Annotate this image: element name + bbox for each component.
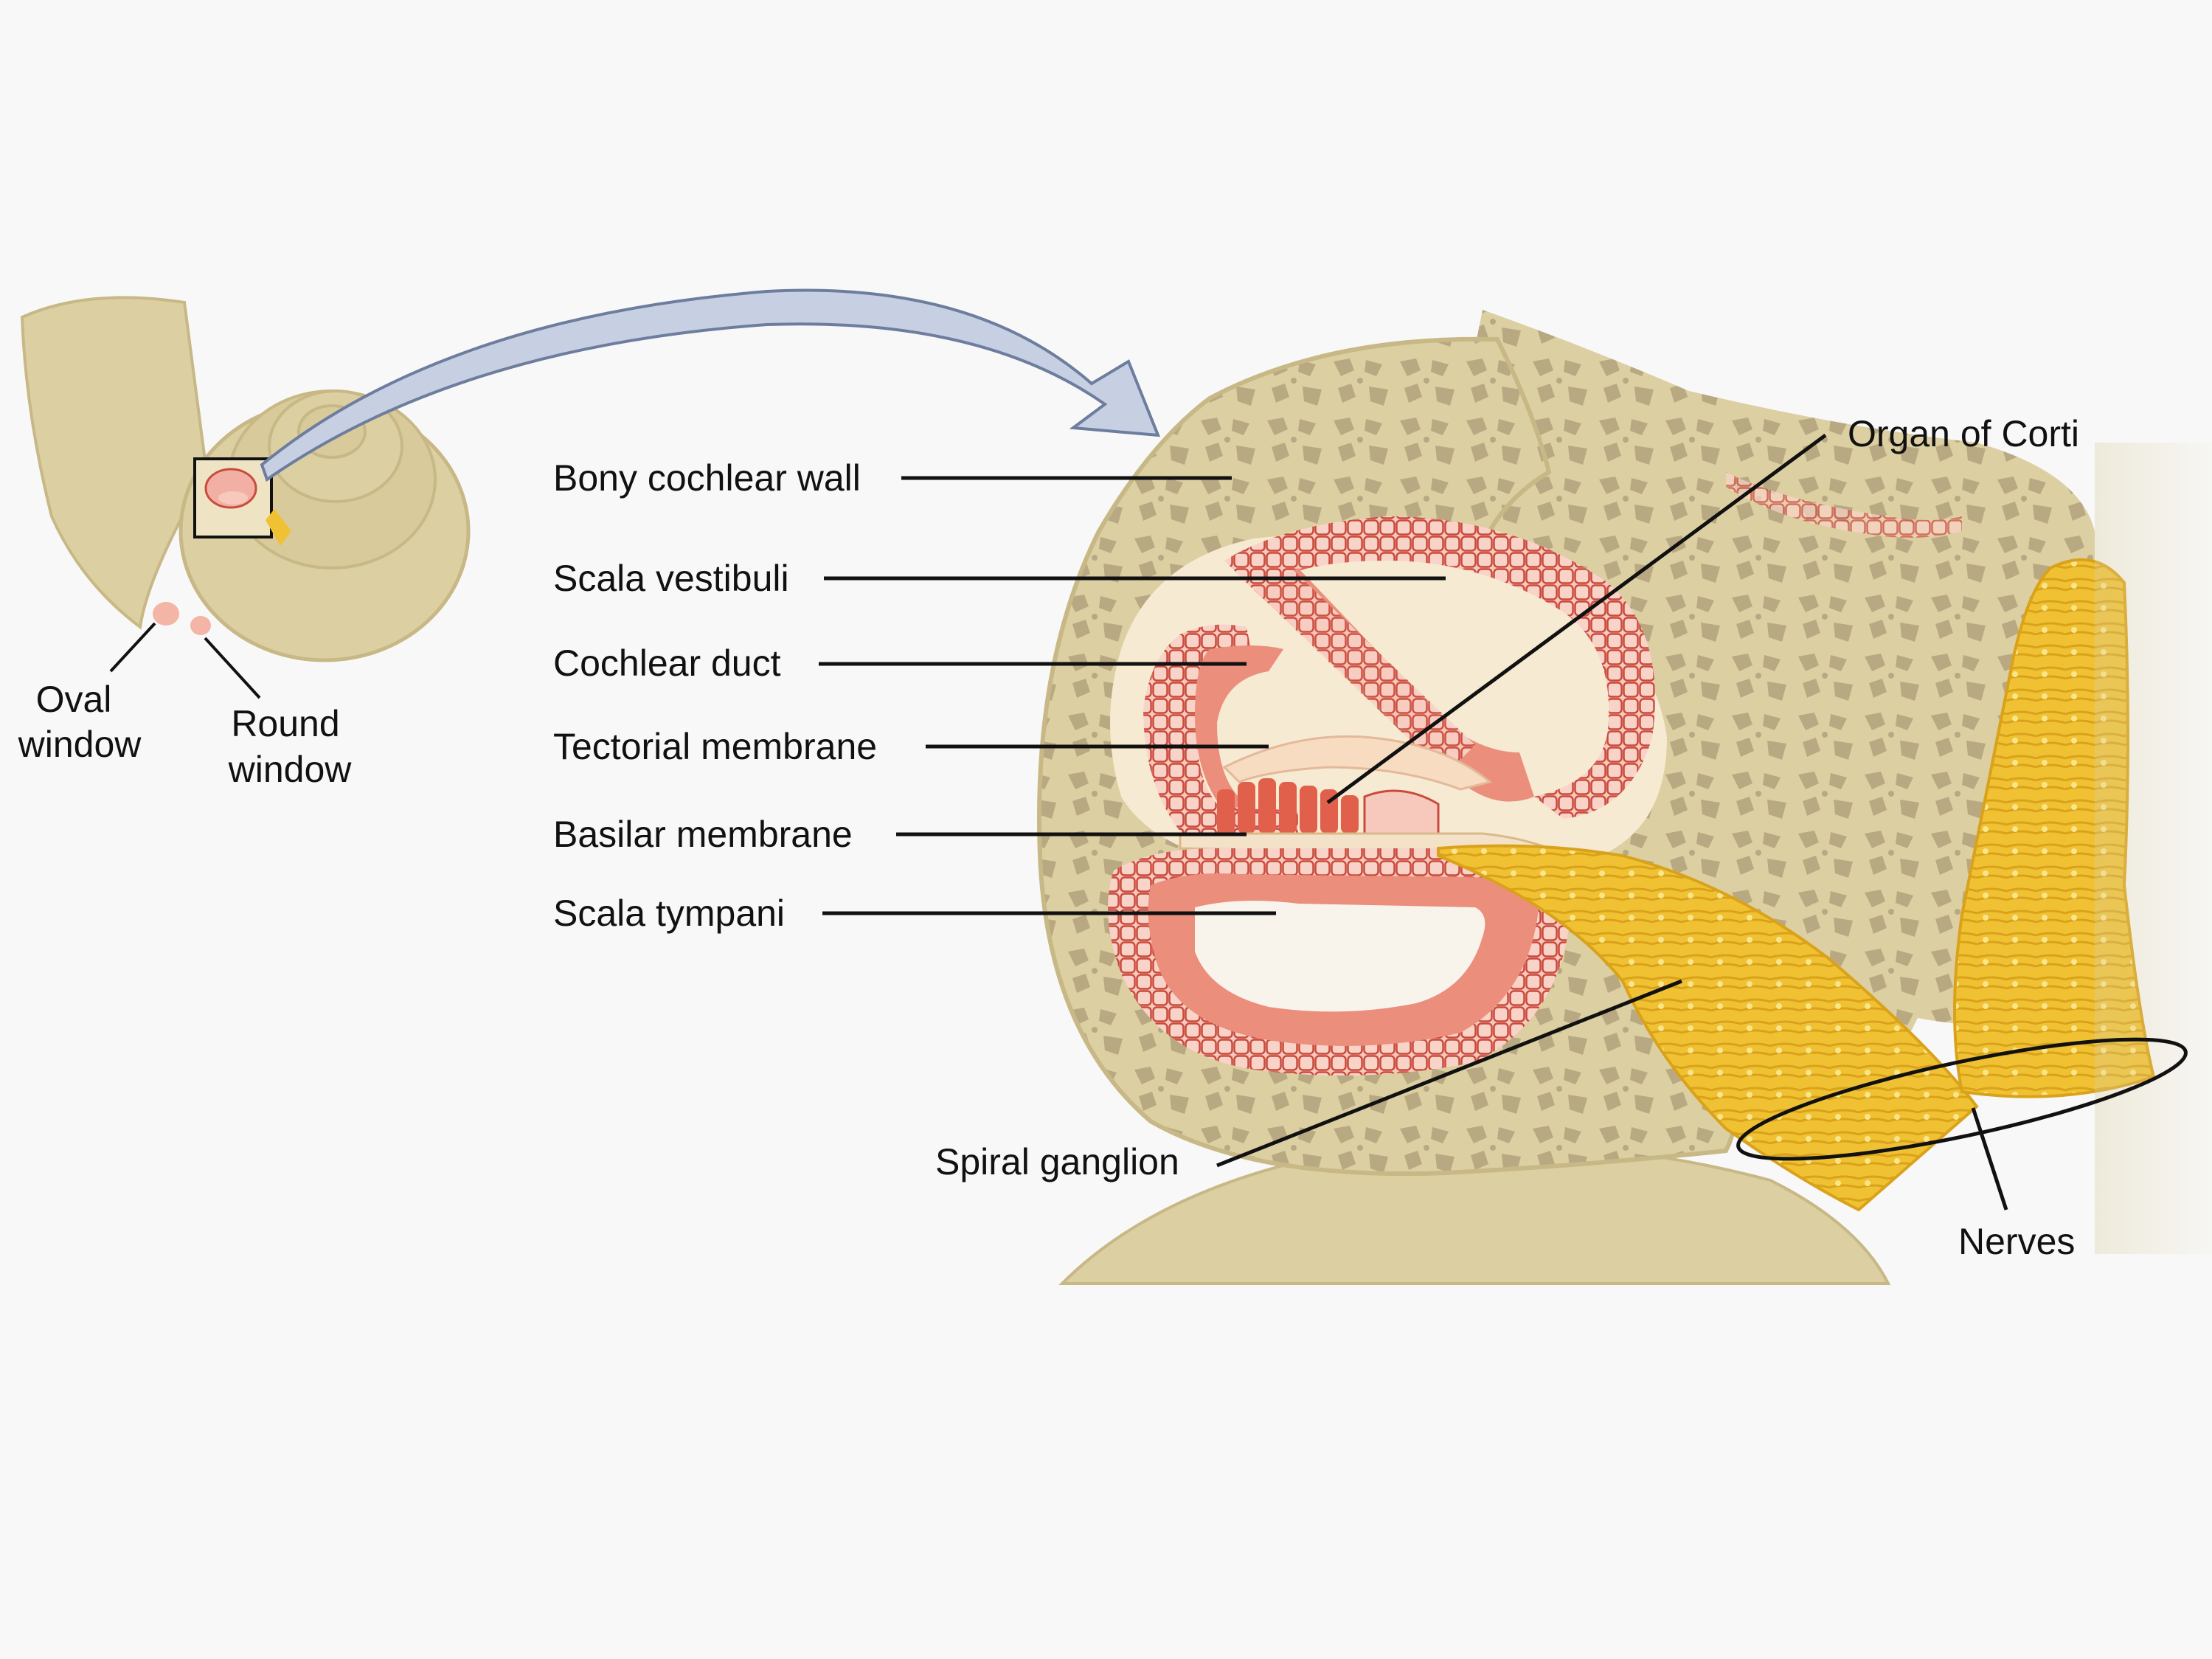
label-cochlear-duct: Cochlear duct xyxy=(553,643,781,684)
label-organ-of-corti: Organ of Corti xyxy=(1848,413,2079,454)
label-basilar-membrane: Basilar membrane xyxy=(553,814,853,855)
label-scala-vestibuli: Scala vestibuli xyxy=(553,558,789,599)
label-bony-cochlear-wall: Bony cochlear wall xyxy=(553,457,861,499)
label-scala-tympani: Scala tympani xyxy=(553,893,785,934)
labels: Oval window Round window Bony cochlear w… xyxy=(18,413,2079,1262)
label-oval-window-2: window xyxy=(18,724,142,765)
cochlea-cross-section xyxy=(1037,310,2212,1285)
zoom-arrow xyxy=(260,288,1161,482)
label-oval-window-1: Oval xyxy=(36,679,112,720)
nerves-bracket xyxy=(1736,1037,2188,1161)
spiral-ganglion-bundle xyxy=(1437,844,1979,1212)
label-nerves: Nerves xyxy=(1958,1221,2075,1262)
cochlea-overview xyxy=(20,296,471,662)
label-tectorial-membrane: Tectorial membrane xyxy=(553,726,877,767)
round-window-marker xyxy=(190,616,211,635)
label-round-window-2: window xyxy=(228,749,353,790)
oval-window-marker xyxy=(153,602,179,626)
label-round-window-1: Round xyxy=(231,703,339,744)
label-spiral-ganglion: Spiral ganglion xyxy=(935,1141,1179,1182)
leader-lines xyxy=(819,433,2008,1211)
